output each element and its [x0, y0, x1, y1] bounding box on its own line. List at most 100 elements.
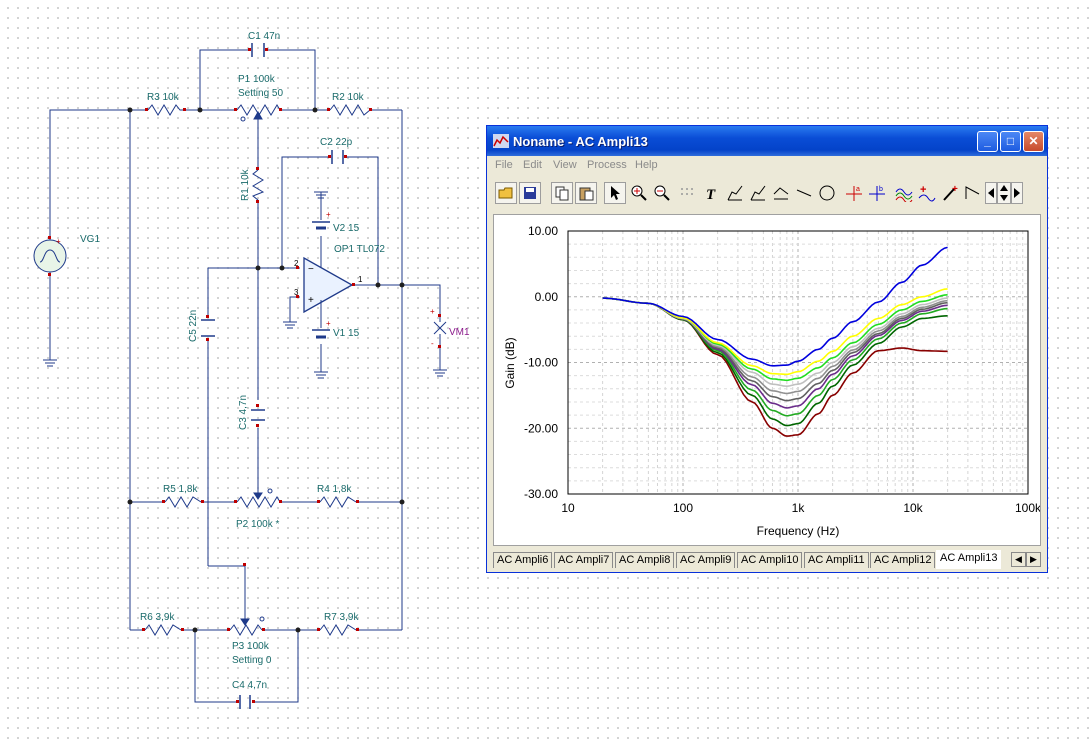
- curves-icon[interactable]: [893, 182, 915, 204]
- svg-text:+: +: [326, 210, 331, 219]
- text-icon[interactable]: T: [701, 182, 723, 204]
- axis-icon[interactable]: [770, 182, 792, 204]
- tab-scroll-right-icon[interactable]: ▶: [1026, 552, 1041, 567]
- capacitors: [201, 43, 344, 709]
- label-c2: C2 22p: [320, 137, 353, 148]
- menu-process[interactable]: Process: [587, 159, 627, 171]
- svg-text:+: +: [920, 184, 926, 196]
- x-tick-labels: 10 100 1k 10k 100k: [561, 501, 1040, 515]
- label-r5: R5 1,8k: [163, 484, 198, 495]
- tab-ac-ampli9[interactable]: AC Ampli9: [676, 552, 736, 568]
- y-tick-labels: 10.00 0.00 -10.00 -20.00 -30.00: [524, 224, 558, 501]
- label-op1: OP1 TL072: [334, 244, 385, 255]
- label-p3: P3 100k: [232, 641, 270, 652]
- gain-curve-2: [602, 288, 948, 376]
- pot-wipers: [240, 110, 263, 626]
- marker-b-icon[interactable]: b: [866, 182, 888, 204]
- resistor-r5: [164, 496, 202, 508]
- pointer-icon[interactable]: [604, 182, 626, 204]
- tab-ac-ampli10[interactable]: AC Ampli10: [737, 552, 803, 568]
- p2-marker: [267, 488, 273, 494]
- resistor-r2: [329, 104, 371, 116]
- analysis-tab-bar: AC Ampli6 AC Ampli7 AC Ampli8 AC Ampli9 …: [493, 550, 1043, 570]
- tab-ac-ampli6[interactable]: AC Ampli6: [493, 552, 553, 568]
- label-vm1: VM1: [449, 327, 470, 338]
- menu-view[interactable]: View: [553, 159, 577, 171]
- maximize-button[interactable]: □: [1000, 131, 1021, 152]
- label-c5: C5 22n: [188, 310, 199, 342]
- close-button[interactable]: ✕: [1023, 131, 1044, 152]
- label-p2: P2 100k *: [236, 519, 279, 530]
- x-tick-label: 100: [673, 501, 693, 515]
- svg-text:T: T: [706, 187, 716, 201]
- zoom-in-icon[interactable]: [628, 182, 650, 204]
- bode-plot[interactable]: 10.00 0.00 -10.00 -20.00 -30.00 10 100 1…: [494, 215, 1040, 545]
- p1-marker: [240, 116, 246, 122]
- label-v1: V1 15: [333, 328, 360, 339]
- y-tick-label: 10.00: [528, 224, 558, 238]
- plot-frame: [567, 230, 1029, 495]
- cursor-b-icon[interactable]: [747, 182, 769, 204]
- ground-symbols: [43, 191, 447, 379]
- label-vg1: VG1: [80, 234, 100, 245]
- circle-icon[interactable]: [816, 182, 838, 204]
- nav-right-icon[interactable]: [1011, 182, 1023, 204]
- label-p1: P1 100k: [238, 74, 276, 85]
- pin-1-label: 1: [358, 275, 363, 284]
- voltmeter-vm1: [433, 318, 447, 345]
- paste-icon[interactable]: [575, 182, 597, 204]
- add-marker-icon[interactable]: +: [916, 182, 938, 204]
- tab-ac-ampli12[interactable]: AC Ampli12: [870, 552, 936, 568]
- p3-marker: [259, 616, 265, 622]
- tangent-icon[interactable]: [962, 182, 984, 204]
- label-r1: R1 10k: [240, 168, 251, 201]
- menu-bar: File Edit View Process Help: [487, 156, 1047, 178]
- svg-text:b: b: [879, 186, 883, 193]
- pin-3-label: 3: [294, 288, 299, 297]
- ac-analysis-window[interactable]: Noname - AC Ampli13 _ □ ✕ File Edit View…: [486, 125, 1048, 573]
- resistor-r1: [252, 169, 265, 201]
- label-v2: V2 15: [333, 223, 360, 234]
- label-c3: C3 4,7n: [238, 395, 249, 430]
- minimize-button[interactable]: _: [977, 131, 998, 152]
- label-r4: R4 1,8k: [317, 484, 352, 495]
- cursor-a-icon[interactable]: [724, 182, 746, 204]
- nav-updown-icon[interactable]: [997, 182, 1011, 204]
- svg-text:+: +: [308, 295, 314, 306]
- zoom-out-icon[interactable]: [651, 182, 673, 204]
- junction-dots: [127, 107, 405, 633]
- menu-file[interactable]: File: [495, 159, 513, 171]
- grid-icon[interactable]: [676, 182, 698, 204]
- window-titlebar[interactable]: Noname - AC Ampli13 _ □ ✕: [487, 126, 1047, 156]
- tab-ac-ampli8[interactable]: AC Ampli8: [615, 552, 675, 568]
- svg-text:+: +: [430, 307, 435, 316]
- label-r7: R7 3,9k: [324, 612, 359, 623]
- circuit-schematic: − + + + + + -: [33, 31, 470, 709]
- open-icon[interactable]: [495, 182, 517, 204]
- x-tick-label: 1k: [792, 501, 806, 515]
- tab-ac-ampli7[interactable]: AC Ampli7: [554, 552, 614, 568]
- menu-help[interactable]: Help: [635, 159, 658, 171]
- gain-curve-1: [602, 246, 948, 367]
- plot-area[interactable]: 10.00 0.00 -10.00 -20.00 -30.00 10 100 1…: [493, 214, 1041, 546]
- label-r2: R2 10k: [332, 92, 365, 103]
- x-tick-label: 100k: [1015, 501, 1040, 515]
- y-tick-label: -20.00: [524, 421, 558, 435]
- svg-text:+: +: [952, 184, 958, 195]
- menu-edit[interactable]: Edit: [523, 159, 542, 171]
- tab-scroll-left-icon[interactable]: ◀: [1011, 552, 1026, 567]
- nav-left-icon[interactable]: [985, 182, 997, 204]
- copy-icon[interactable]: [551, 182, 573, 204]
- probe-icon[interactable]: +: [939, 182, 961, 204]
- tab-ac-ampli11[interactable]: AC Ampli11: [804, 552, 869, 568]
- save-icon[interactable]: [519, 182, 541, 204]
- y-tick-label: 0.00: [535, 290, 559, 304]
- svg-text:+: +: [56, 237, 61, 246]
- line-icon[interactable]: [793, 182, 815, 204]
- svg-text:+: +: [326, 319, 331, 328]
- plot-curves: [602, 246, 948, 437]
- tab-ac-ampli13[interactable]: AC Ampli13: [936, 550, 1002, 569]
- label-r3: R3 10k: [147, 92, 180, 103]
- marker-a-icon[interactable]: a: [843, 182, 865, 204]
- wires: [49, 49, 441, 703]
